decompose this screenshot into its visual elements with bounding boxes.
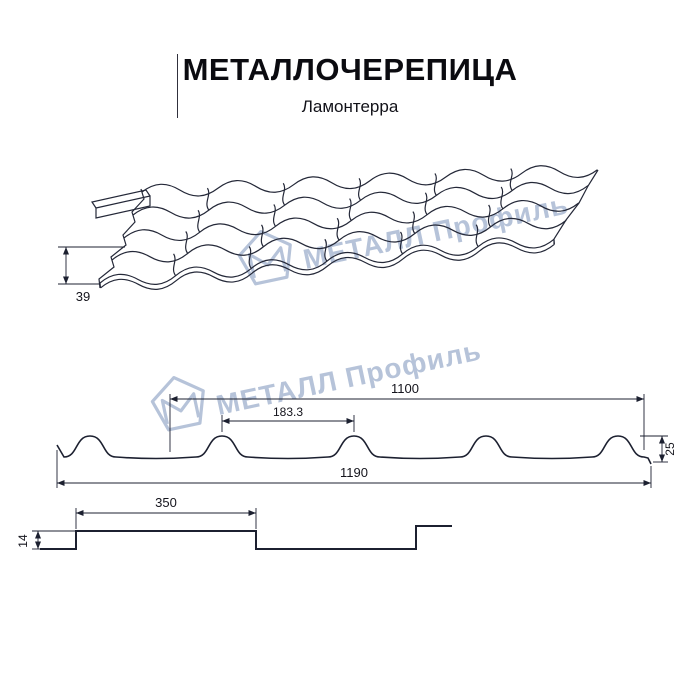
profile-cross-section (56, 435, 652, 465)
dimension-183-3: 183.3 (221, 405, 355, 432)
dim-label-350: 350 (155, 495, 177, 510)
watermark-center: МЕТАЛЛ Профиль (150, 335, 484, 432)
page-title: МЕТАЛЛОЧЕРЕПИЦА (182, 52, 518, 87)
start-batten (91, 189, 151, 219)
tile-course (111, 204, 567, 263)
tile-course (132, 168, 589, 219)
dimension-25: 25 (640, 435, 677, 463)
dimension-14: 14 (16, 530, 76, 550)
header-divider-line (177, 54, 178, 118)
dim-label-183-3: 183.3 (273, 405, 303, 419)
dim-label-1100: 1100 (391, 381, 419, 396)
brand-logo-icon (237, 229, 292, 286)
dim-label-1190: 1190 (340, 465, 368, 480)
ridge-edge (141, 165, 598, 197)
watermark-top: МЕТАЛЛ Профиль (237, 189, 571, 286)
dimension-1100: 1100 (169, 381, 645, 452)
dimension-1190: 1190 (56, 450, 652, 488)
sheet-left-edge (98, 188, 145, 289)
dimension-350: 350 (75, 495, 257, 529)
brand-logo-icon (150, 375, 205, 432)
tile-course (123, 186, 580, 241)
dimension-39: 39 (58, 246, 125, 304)
dim-label-25: 25 (663, 442, 677, 456)
watermark-brand-text: МЕТАЛЛ Профиль (213, 335, 484, 421)
perspective-view (91, 165, 599, 290)
step-profile-line (40, 525, 452, 550)
page-subtitle: Ламонтерра (301, 97, 399, 116)
dim-label-39: 39 (76, 289, 90, 304)
dim-label-14: 14 (16, 534, 30, 548)
sheet-right-edge (553, 169, 599, 244)
